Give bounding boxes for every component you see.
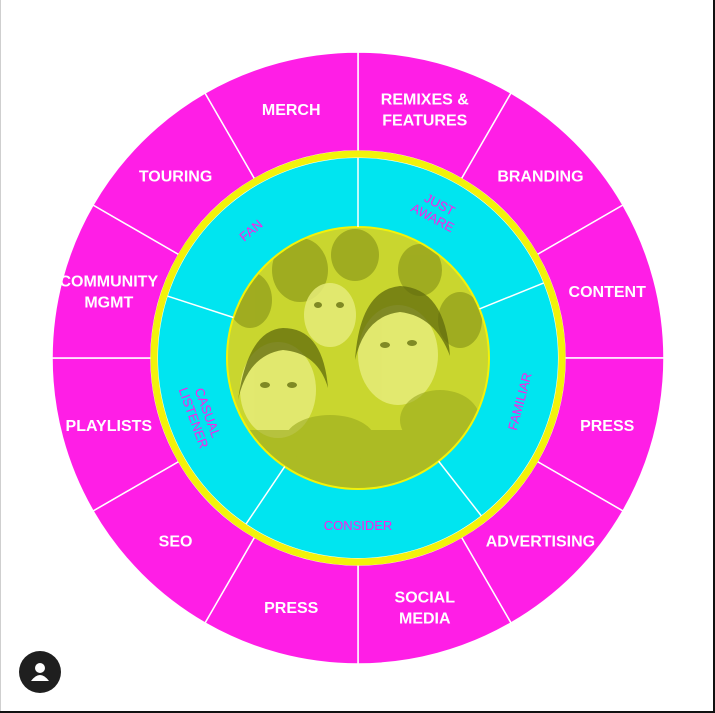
outer-labels: REMIXES &FEATURES BRANDING CONTENT PRESS ADV… xyxy=(59,91,646,627)
outer-segment-label: PRESS xyxy=(580,418,635,435)
inner-divider xyxy=(245,466,286,525)
inner-segment-label: CASUALLISTENER xyxy=(176,380,226,450)
inner-divider xyxy=(479,282,544,310)
outer-segment-label: PLAYLISTS xyxy=(66,418,153,435)
inner-ring xyxy=(157,158,558,558)
outer-segment-label: ADVERTISING xyxy=(486,533,595,550)
frame-edge xyxy=(0,0,1,711)
inner-band xyxy=(157,158,558,558)
outer-segment-label: MERCH xyxy=(262,102,321,119)
inner-dividers xyxy=(167,158,544,525)
inner-divider xyxy=(438,460,482,517)
outer-segment-label: TOURING xyxy=(139,169,212,186)
outer-segment-label: CONTENT xyxy=(569,284,647,301)
outer-segment-label: REMIXES &FEATURES xyxy=(381,91,469,129)
outer-segment-label: BRANDING xyxy=(497,169,583,186)
separator-ring xyxy=(150,150,566,566)
svg-text:CONSIDER: CONSIDER xyxy=(324,518,393,533)
inner-segment-label: CONSIDER xyxy=(324,518,393,533)
user-avatar-icon[interactable] xyxy=(19,651,61,693)
outer-segment-label: SEO xyxy=(159,533,193,550)
outer-segment-label: PRESS xyxy=(264,600,319,617)
inner-divider xyxy=(167,295,234,319)
svg-text:CASUALLISTENER: CASUALLISTENER xyxy=(176,380,226,450)
